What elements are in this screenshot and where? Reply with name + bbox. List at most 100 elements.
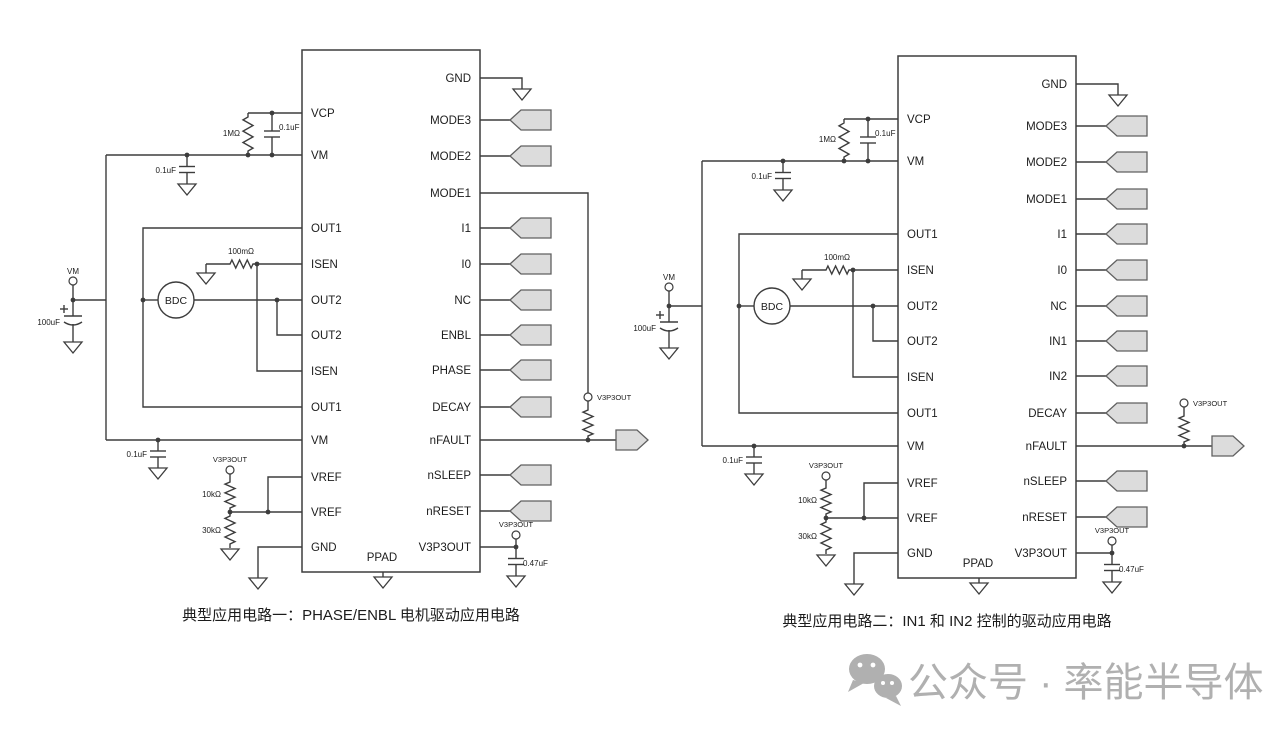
vref-bottom-resistor <box>819 518 833 554</box>
vcp-capacitor-label: 0.1uF <box>279 123 300 132</box>
circuit-caption: 典型应用电路二：IN1 和 IN2 控制的驱动应用电路 <box>782 612 1111 630</box>
ground-symbol <box>505 575 527 589</box>
motor-label: BDC <box>761 301 784 313</box>
pin-label-nc: NC <box>1050 301 1067 313</box>
pin-label-isen-6: ISEN <box>907 372 934 384</box>
vref-top-resistor-label: 10kΩ <box>202 490 221 499</box>
vm-top-capacitor-label: 0.1uF <box>156 166 177 175</box>
vm-bottom-capacitor-label: 0.1uF <box>127 450 148 459</box>
v3p3-terminal-label: V3P3OUT <box>1095 526 1130 535</box>
gnd-right-wire <box>480 77 523 89</box>
ground-symbol <box>843 583 865 597</box>
pin-label-vcp-0: VCP <box>907 114 931 126</box>
pin-label-v3p3out: V3P3OUT <box>1015 548 1067 560</box>
circuit-caption: 典型应用电路一：PHASE/ENBL 电机驱动应用电路 <box>182 606 520 624</box>
v3p3-terminal-label: V3P3OUT <box>499 520 534 529</box>
wechat-bubble-eye <box>890 681 894 685</box>
pin-label-vref-9: VREF <box>907 478 938 490</box>
motor-loop-wire <box>738 233 898 414</box>
pin-label-i1: I1 <box>461 223 471 235</box>
nfault-pullup-terminal-label: V3P3OUT <box>1193 399 1228 408</box>
input-connector-mode2 <box>1105 151 1148 173</box>
pin-label-mode2: MODE2 <box>430 151 471 163</box>
pin-label-mode1: MODE1 <box>1026 194 1067 206</box>
pin-label-isen-3: ISEN <box>311 259 338 271</box>
circuit-left: VCPVMOUT1ISENOUT2OUT2ISENOUT1VMVREFVREFG… <box>37 49 649 624</box>
input-connector-in2 <box>1105 365 1148 387</box>
vcp-resistor <box>837 119 851 161</box>
output-connector-nfault <box>615 429 649 451</box>
ppad-ground-symbol <box>968 582 990 596</box>
pin-label-out2-5: OUT2 <box>907 336 938 348</box>
input-connector-mode3 <box>1105 115 1148 137</box>
bulk-capacitor-label: 100uF <box>37 318 60 327</box>
input-connector-enbl <box>509 324 552 346</box>
ground-symbol <box>247 577 269 591</box>
ground-symbol <box>1107 94 1129 108</box>
junction-dot <box>865 116 871 122</box>
input-connector-i1 <box>1105 223 1148 245</box>
mode1-tie-wire <box>480 192 589 393</box>
ground-symbol <box>62 341 84 355</box>
v3p3-terminal <box>1107 536 1117 546</box>
input-connector-mode3 <box>509 109 552 131</box>
wechat-bubble-small-tail <box>886 696 901 706</box>
v3p3-terminal <box>511 530 521 540</box>
input-connector-in1 <box>1105 330 1148 352</box>
gnd-right-wire <box>1076 83 1119 95</box>
pin-label-nreset: nRESET <box>426 506 471 518</box>
pin-label-gnd: GND <box>445 73 471 85</box>
vm-terminal <box>68 276 78 286</box>
input-connector-decay <box>509 396 552 418</box>
pin-label-vm-1: VM <box>907 156 924 168</box>
input-connector-mode2 <box>509 145 552 167</box>
vcp-resistor <box>241 113 255 155</box>
input-connector-i0 <box>509 253 552 275</box>
pin-label-i0: I0 <box>1057 265 1067 277</box>
circuit-right: VCPVMOUT1ISENOUT2OUT2ISENOUT1VMVREFVREFG… <box>633 55 1245 630</box>
vref-bottom-resistor <box>223 512 237 548</box>
out2-wire <box>872 306 898 342</box>
vcp-resistor-label: 1MΩ <box>223 129 240 138</box>
pin-label-vcp-0: VCP <box>311 108 335 120</box>
pin-label-vref-10: VREF <box>907 513 938 525</box>
ground-symbol <box>743 473 765 487</box>
pin-label-nreset: nRESET <box>1022 512 1067 524</box>
ground-symbol <box>176 183 198 197</box>
isen-tie-wire <box>852 270 898 378</box>
pin-label-isen-6: ISEN <box>311 366 338 378</box>
vref-top-resistor <box>819 484 833 518</box>
bulk-capacitor-label: 100uF <box>633 324 656 333</box>
ground-symbol <box>772 189 794 203</box>
ground-symbol <box>511 88 533 102</box>
motor-loop-wire <box>142 227 302 408</box>
pin-label-enbl: ENBL <box>441 330 472 342</box>
v3p3-capacitor-label: 0.47uF <box>523 559 548 568</box>
isen-resistor <box>822 264 853 276</box>
ground-symbol <box>147 467 169 481</box>
input-connector-i0 <box>1105 259 1148 281</box>
pin-label-in2: IN2 <box>1049 371 1067 383</box>
ground-symbol <box>815 554 837 568</box>
vref-bottom-resistor-label: 30kΩ <box>202 526 221 535</box>
pin-label-gnd-11: GND <box>907 548 933 560</box>
input-connector-phase <box>509 359 552 381</box>
pin-label-nsleep: nSLEEP <box>428 470 472 482</box>
vm-terminal-label: VM <box>67 267 79 276</box>
nfault-pullup-resistor <box>1177 412 1191 446</box>
ic-body <box>897 55 1077 579</box>
vm-bottom-capacitor-label: 0.1uF <box>723 456 744 465</box>
pin-label-i0: I0 <box>461 259 471 271</box>
pin-label-nfault: nFAULT <box>430 435 471 447</box>
wechat-bubble-eye <box>857 662 863 668</box>
pin-label-vm-1: VM <box>311 150 328 162</box>
pin-label-nc: NC <box>454 295 471 307</box>
vref-terminal-label: V3P3OUT <box>809 461 844 470</box>
output-connector-nfault <box>1211 435 1245 457</box>
pin-label-vm-8: VM <box>311 435 328 447</box>
pin-label-out1-7: OUT1 <box>907 408 938 420</box>
vref-terminal <box>821 471 831 481</box>
vm-top-capacitor-label: 0.1uF <box>752 172 773 181</box>
pin-label-ppad: PPAD <box>367 552 397 564</box>
pin-label-decay: DECAY <box>1028 408 1067 420</box>
